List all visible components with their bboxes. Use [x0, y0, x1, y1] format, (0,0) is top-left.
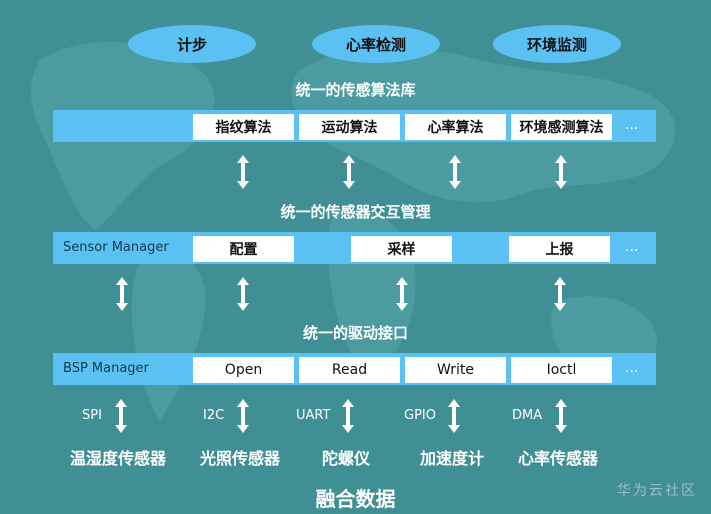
watermark: 华为云社区 [617, 483, 697, 499]
caption-fused-data: 融合数据 [315, 487, 396, 511]
bsp-ioctl: Ioctl [511, 357, 612, 383]
app-environment-monitoring: 环境监测 [493, 25, 621, 63]
algo-more: ... [625, 117, 639, 133]
sensor-gyroscope: 陀螺仪 [322, 449, 371, 468]
double-arrow-icon [396, 277, 408, 311]
app-step-count: 计步 [128, 25, 256, 63]
algo-layer-title: 统一的传感算法库 [295, 81, 416, 99]
double-arrow-icon [342, 399, 354, 433]
double-arrow-icon [237, 277, 249, 311]
bsp-open: Open [193, 357, 294, 383]
sensor-config: 配置 [193, 236, 294, 262]
bsp-read: Read [299, 357, 400, 383]
double-arrow-icon [343, 155, 355, 189]
bsp-manager-bar: BSP Manager Open Read Write Ioctl ... [53, 353, 656, 385]
sensor-more: ... [625, 239, 639, 255]
double-arrow-icon [237, 155, 249, 189]
bus-i2c: I2C [203, 408, 225, 423]
sensor-layer-title: 统一的传感器交互管理 [280, 203, 431, 221]
double-arrow-icon [554, 277, 566, 311]
bus-uart: UART [296, 408, 331, 423]
sensor-manager-label: Sensor Manager [63, 240, 169, 255]
bsp-write: Write [405, 357, 506, 383]
app-heart-rate-detection: 心率检测 [312, 25, 440, 63]
double-arrow-icon [449, 155, 461, 189]
bsp-manager-label: BSP Manager [63, 361, 149, 376]
bus-spi: SPI [82, 408, 102, 423]
double-arrow-icon [555, 399, 567, 433]
algo-fingerprint: 指纹算法 [193, 114, 294, 140]
double-arrow-icon [237, 399, 249, 433]
sensor-manager-bar: Sensor Manager 配置 采样 上报 ... [53, 232, 656, 264]
double-arrow-icon [116, 277, 128, 311]
double-arrow-icon [115, 399, 127, 433]
double-arrow-icon [448, 399, 460, 433]
sensor-report: 上报 [509, 236, 610, 262]
bus-gpio: GPIO [404, 408, 436, 423]
sensor-light: 光照传感器 [200, 449, 281, 468]
bsp-more: ... [625, 360, 639, 376]
sensor-accelerometer: 加速度计 [420, 449, 485, 468]
sensor-heart-rate: 心率传感器 [518, 449, 599, 468]
algo-environment-sensing: 环境感测算法 [511, 114, 612, 140]
double-arrow-icon [555, 155, 567, 189]
bus-dma: DMA [512, 408, 543, 423]
algo-layer-bar: 指纹算法 运动算法 心率算法 环境感测算法 ... [53, 110, 656, 142]
sensor-temperature-humidity: 温湿度传感器 [70, 449, 167, 468]
sensor-sampling: 采样 [351, 236, 452, 262]
algo-motion: 运动算法 [299, 114, 400, 140]
algo-heart-rate: 心率算法 [405, 114, 506, 140]
bsp-layer-title: 统一的驱动接口 [302, 324, 408, 342]
